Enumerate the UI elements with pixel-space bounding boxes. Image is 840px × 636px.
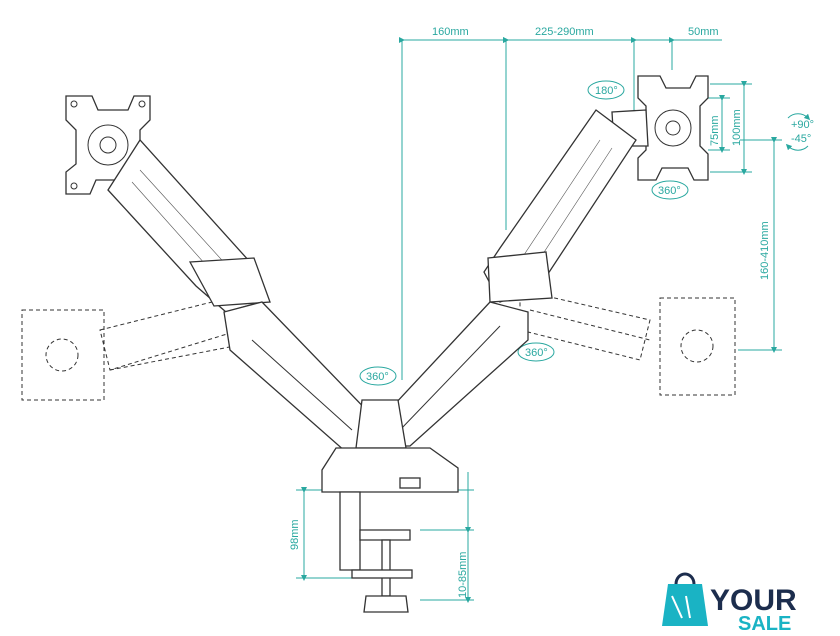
- rotate-360-mid-label: 360°: [525, 347, 548, 359]
- left-upper-arm: [107, 138, 271, 313]
- tilt-down-label: -45°: [791, 133, 811, 145]
- dimension-lines-top: [399, 37, 722, 380]
- ghost-arm-right: [519, 289, 736, 396]
- center-pole: [355, 399, 407, 449]
- rotate-360-base-label: 360°: [366, 371, 389, 383]
- rotate-360-base-marker: [359, 366, 397, 386]
- logo-sale: SALE: [738, 613, 791, 635]
- logo-your: YOUR: [710, 584, 797, 617]
- ghost-arm-left: [21, 299, 241, 401]
- tilt-indicator: [785, 113, 811, 151]
- rotate-360-top-label: 360°: [658, 185, 681, 197]
- dim-98mm: 98mm: [289, 519, 301, 550]
- rotate-360-mid-marker: [517, 342, 555, 362]
- right-vesa-plate: [637, 75, 709, 181]
- rotate-360-top-marker: [651, 180, 689, 200]
- desk-clamp: [339, 491, 413, 613]
- dim-225-290mm: 225-290mm: [535, 26, 594, 38]
- dim-75mm: 75mm: [709, 115, 721, 146]
- desk-base: [321, 447, 459, 493]
- yoursale-logo: YOUR SALE: [662, 572, 797, 635]
- dim-160-410mm: 160-410mm: [759, 221, 771, 280]
- dim-160mm: 160mm: [432, 26, 469, 38]
- shopping-bag-icon: [662, 584, 708, 626]
- tilt-up-label: +90°: [791, 119, 814, 131]
- left-lower-arm: [223, 301, 379, 453]
- dim-100mm: 100mm: [731, 109, 743, 146]
- rotate-180-label: 180°: [595, 85, 618, 97]
- rotate-180-marker: [587, 80, 625, 100]
- dimension-lines-vesa: [708, 81, 752, 175]
- dim-50mm: 50mm: [688, 26, 719, 38]
- dim-10-85mm: 10-85mm: [457, 552, 469, 598]
- right-upper-arm: [483, 109, 637, 303]
- dimension-lines-height: [738, 137, 782, 353]
